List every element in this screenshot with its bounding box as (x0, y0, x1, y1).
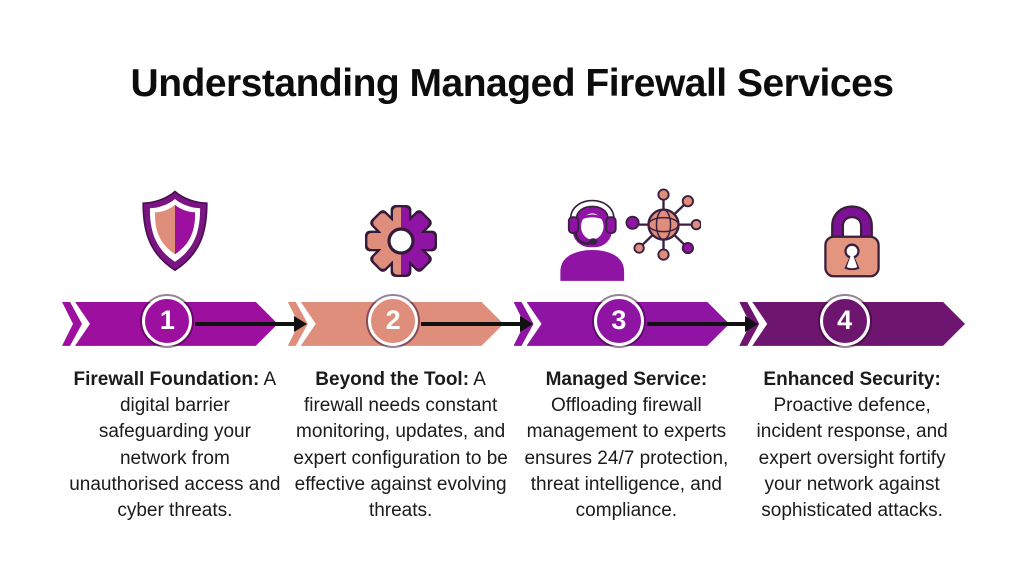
step-number: 4 (837, 305, 853, 336)
connector-arrow-icon (421, 321, 522, 326)
step-description: Firewall Foundation: A digital barrier s… (64, 367, 286, 524)
step-heading: Enhanced Security: (763, 368, 941, 390)
step-description: Enhanced Security: Proactive defence, in… (741, 367, 963, 524)
steps-row: 1 Firewall Foundation: A digital barrier… (62, 163, 965, 524)
step-body: A firewall needs constant monitoring, up… (293, 368, 508, 521)
page-title: Understanding Managed Firewall Services (130, 62, 894, 105)
step-number: 1 (159, 305, 175, 336)
step-number-badge: 4 (819, 295, 870, 346)
step-number-badge: 2 (368, 295, 419, 346)
timeline-segment-1: 1 (62, 295, 296, 353)
connector-arrow-icon (195, 321, 296, 326)
ribbon-notch (62, 301, 82, 346)
timeline-segment-2: 2 (287, 295, 522, 353)
timeline-segment-3: 3 (513, 295, 748, 353)
step-body: A digital barrier safeguarding your netw… (69, 368, 281, 521)
step-heading: Beyond the Tool: (315, 368, 470, 390)
timeline-segment-4: 4 (739, 295, 965, 353)
step-number-badge: 3 (593, 295, 644, 346)
connector-arrow-icon (646, 321, 748, 326)
shield-icon (62, 163, 288, 295)
gear-icon (288, 163, 514, 295)
step-heading: Managed Service: (545, 368, 708, 390)
step-description: Beyond the Tool: A firewall needs consta… (290, 367, 512, 524)
step-description: Managed Service: Offloading firewall man… (516, 367, 738, 524)
step-column-1: 1 Firewall Foundation: A digital barrier… (62, 163, 296, 524)
step-number: 2 (385, 305, 401, 336)
step-body: Proactive defence, incident response, an… (756, 395, 948, 521)
step-column-4: 4 Enhanced Security: Proactive defence, … (739, 163, 965, 524)
support-agent-network-icon (514, 163, 740, 295)
padlock-icon (739, 163, 965, 295)
step-column-3: 3 Managed Service: Offloading firewall m… (513, 163, 748, 524)
step-heading: Firewall Foundation: (73, 368, 260, 390)
step-column-2: 2 Beyond the Tool: A firewall needs cons… (287, 163, 522, 524)
step-number-badge: 1 (142, 295, 193, 346)
step-number: 3 (611, 305, 627, 336)
step-body: Offloading firewall management to expert… (524, 395, 729, 521)
